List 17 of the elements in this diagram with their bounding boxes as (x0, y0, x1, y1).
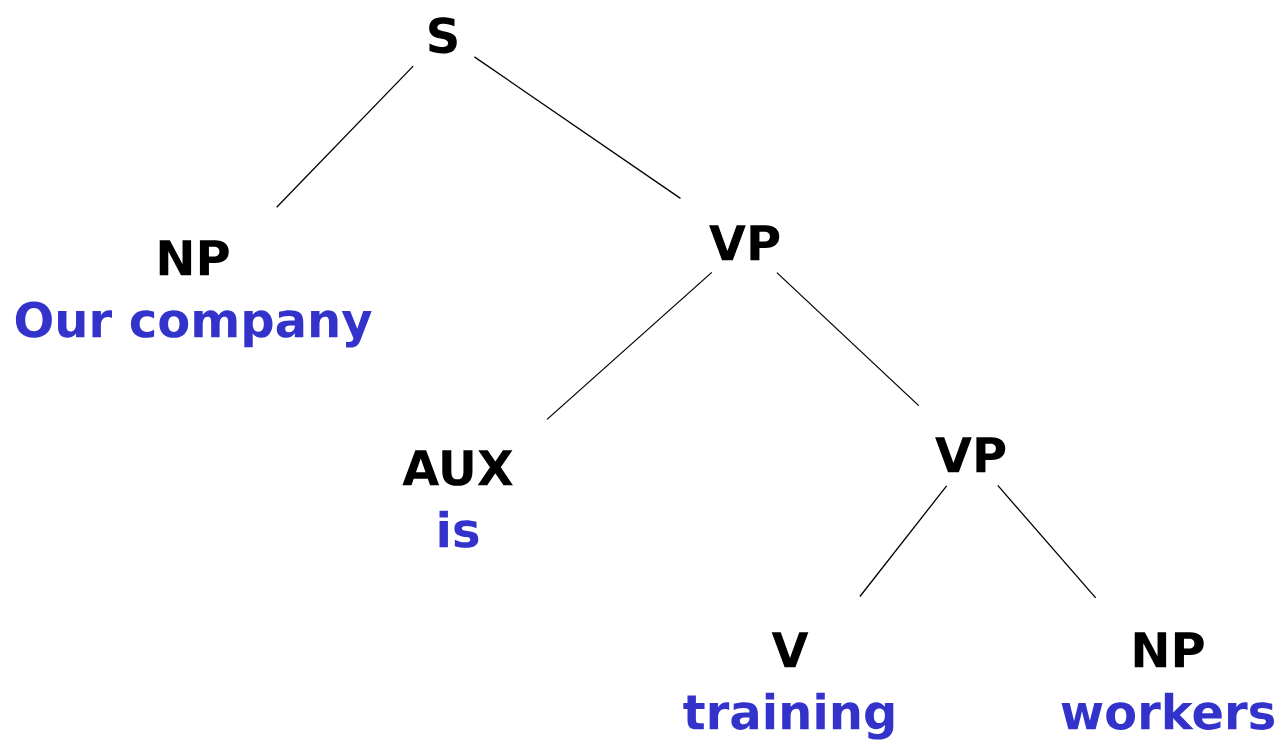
category-label: NP (1134, 632, 1204, 668)
word-label: workers (1061, 692, 1274, 730)
category-label: AUX (402, 450, 513, 486)
category-label: V (771, 632, 809, 668)
category-label: VP (935, 437, 1006, 473)
tree-branch (859, 485, 948, 598)
tree-branch (997, 484, 1097, 599)
category-label: S (429, 17, 457, 54)
word-label: Our company (15, 301, 372, 348)
tree-branch (776, 271, 920, 407)
word-label: training (683, 692, 894, 740)
category-label: NP (159, 240, 229, 276)
tree-branch (276, 65, 414, 208)
word-label: is (439, 510, 479, 548)
tree-branch (473, 56, 682, 199)
category-label: VP (709, 225, 780, 261)
tree-branch (546, 271, 713, 420)
